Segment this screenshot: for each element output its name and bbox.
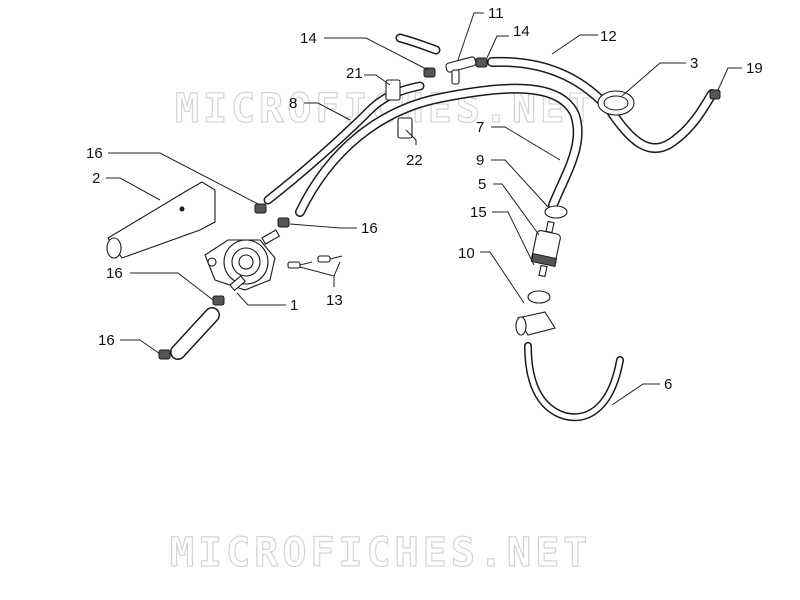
callout-11: 11 [488, 5, 504, 22]
callout-21: 21 [346, 65, 363, 82]
holder-22 [397, 117, 413, 139]
callout-16c: 16 [106, 265, 123, 282]
callout-16a: 16 [86, 145, 103, 162]
sleeve-10 [515, 311, 556, 336]
hose-6 [524, 342, 624, 422]
hose-12 [487, 56, 717, 153]
clamp-5 [527, 290, 551, 304]
callout-1: 1 [290, 297, 298, 314]
t-fitting-11 [445, 56, 477, 85]
hose-clip-group [158, 57, 721, 360]
callout-2: 2 [92, 170, 100, 187]
callout-16d: 16 [98, 332, 115, 349]
holder-21 [385, 79, 401, 101]
watermark-bottom: MICROFICHES.NET [170, 530, 591, 576]
callout-16b: 16 [361, 220, 378, 237]
callout-13: 13 [326, 292, 343, 309]
callout-5: 5 [478, 176, 486, 193]
fuel-pump-1 [204, 229, 281, 292]
leader-lines [106, 12, 742, 406]
callout-7: 7 [476, 119, 484, 136]
callout-19: 19 [746, 60, 763, 77]
callout-6: 6 [664, 376, 672, 393]
callout-22: 22 [406, 152, 423, 169]
screw-13b [317, 255, 343, 263]
callout-12: 12 [600, 28, 617, 45]
callout-14a: 14 [300, 30, 317, 47]
screw-13a [287, 261, 313, 269]
short-hose [170, 307, 220, 360]
callout-10: 10 [458, 245, 475, 262]
hose-7 [295, 83, 583, 217]
callout-14b: 14 [513, 23, 530, 40]
callout-9: 9 [476, 152, 484, 169]
vent-hose [395, 33, 441, 55]
clamp-9 [544, 205, 568, 219]
clamp-3 [597, 90, 635, 116]
callout-8: 8 [289, 95, 297, 112]
callout-3: 3 [690, 55, 698, 72]
bracket-2 [106, 181, 216, 259]
fuel-filter-15 [530, 220, 561, 278]
callout-15: 15 [470, 204, 487, 221]
